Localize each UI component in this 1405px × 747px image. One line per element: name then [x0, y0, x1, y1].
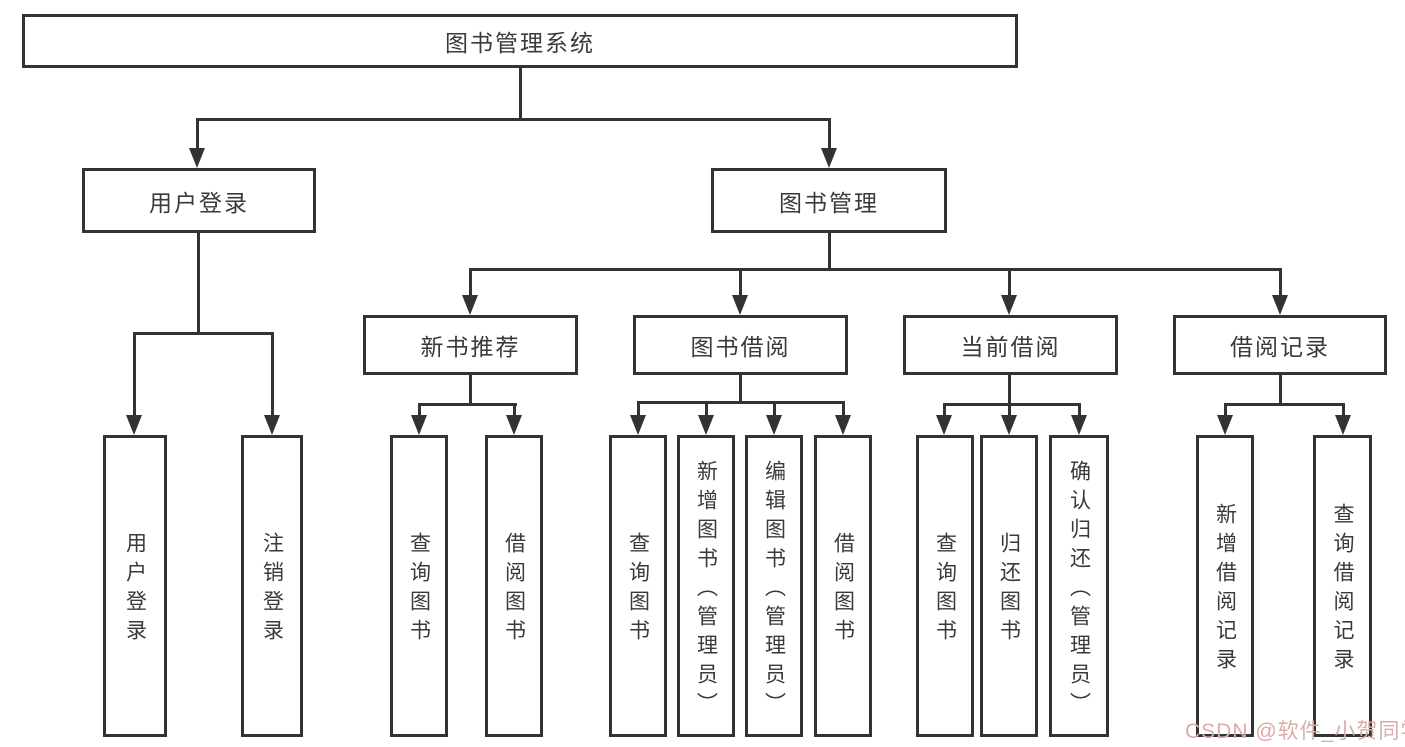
connector-book-mgmt-stem [828, 233, 831, 270]
connector-stem [133, 332, 136, 416]
connector-level3-split [469, 268, 1282, 271]
arrow-down-icon [264, 415, 280, 435]
node-borrow-books-recommend: 借阅图书 [485, 435, 543, 737]
node-label: 归还图书 [997, 532, 1021, 648]
connector-stem [828, 118, 831, 150]
arrow-down-icon [1071, 415, 1087, 435]
connector-stem [943, 403, 946, 416]
connector-split [418, 403, 517, 406]
arrow-down-icon [1217, 415, 1233, 435]
node-label: 新增图书（管理员） [694, 459, 718, 721]
node-query-borrow-record: 查询借阅记录 [1313, 435, 1372, 737]
arrow-down-icon [1272, 295, 1288, 315]
connector-stem [1008, 268, 1011, 297]
node-query-books-recommend: 查询图书 [390, 435, 448, 737]
node-book-borrowing: 图书借阅 [633, 315, 848, 375]
csdn-watermark: CSDN @软件_小贺同学 [1185, 720, 1405, 743]
connector-stem [271, 332, 274, 416]
arrow-down-icon [766, 415, 782, 435]
node-label: 查询借阅记录 [1331, 503, 1354, 677]
connector-root-stem [519, 66, 522, 120]
node-label: 用户登录 [123, 532, 147, 648]
connector-stem [1279, 375, 1282, 405]
arrow-down-icon [411, 415, 427, 435]
connector-stem [196, 118, 199, 150]
node-borrow-records: 借阅记录 [1173, 315, 1387, 375]
node-user-login: 用户登录 [82, 168, 316, 233]
node-logout: 注销登录 [241, 435, 303, 737]
node-label: 借阅记录 [1230, 334, 1330, 360]
node-label: 当前借阅 [960, 334, 1061, 360]
connector-stem [513, 403, 516, 416]
connector-stem [1279, 268, 1282, 297]
connector-stem [739, 375, 742, 403]
arrow-down-icon [732, 295, 748, 315]
arrow-down-icon [189, 148, 205, 168]
arrow-down-icon [126, 415, 142, 435]
node-library-management-system: 图书管理系统 [22, 14, 1018, 68]
node-add-borrow-record: 新增借阅记录 [1196, 435, 1254, 737]
arrow-down-icon [835, 415, 851, 435]
connector-stem [705, 401, 708, 416]
node-label: 借阅图书 [502, 532, 526, 648]
node-label: 查询图书 [626, 532, 650, 648]
connector-stem [1078, 403, 1081, 416]
connector-stem [418, 403, 421, 416]
node-query-books-borrow: 查询图书 [609, 435, 667, 737]
connector-stem [469, 268, 472, 297]
connector-split [637, 401, 845, 404]
node-borrow-book: 借阅图书 [814, 435, 872, 737]
arrow-down-icon [630, 415, 646, 435]
connector-stem [773, 401, 776, 416]
node-label: 注销登录 [260, 532, 284, 648]
connector-stem [1008, 375, 1011, 403]
connector-stem [739, 268, 742, 297]
arrow-down-icon [936, 415, 952, 435]
arrow-down-icon [1335, 415, 1351, 435]
connector-split [1224, 403, 1344, 406]
connector-stem [1342, 403, 1345, 416]
node-query-books-current: 查询图书 [916, 435, 974, 737]
node-label: 查询图书 [933, 532, 957, 648]
node-edit-book-admin: 编辑图书（管理员） [745, 435, 803, 737]
node-label: 借阅图书 [831, 532, 855, 648]
node-new-book-recommend: 新书推荐 [363, 315, 578, 375]
connector-stem [1224, 403, 1227, 416]
node-label: 确认归还（管理员） [1067, 459, 1091, 721]
connector-level1-split [196, 118, 831, 121]
node-label: 新增借阅记录 [1213, 503, 1237, 677]
node-label: 图书管理 [779, 189, 879, 216]
connector-user-login-stem [197, 233, 200, 334]
node-add-book-admin: 新增图书（管理员） [677, 435, 735, 737]
node-label: 新书推荐 [420, 334, 521, 360]
arrow-down-icon [821, 148, 837, 168]
node-label: 图书管理系统 [445, 30, 595, 56]
node-book-management: 图书管理 [711, 168, 947, 233]
node-current-borrowing: 当前借阅 [903, 315, 1118, 375]
arrow-down-icon [462, 295, 478, 315]
arrow-down-icon [506, 415, 522, 435]
node-confirm-return-admin: 确认归还（管理员） [1049, 435, 1109, 737]
node-return-book: 归还图书 [980, 435, 1038, 737]
connector-stem [469, 375, 472, 405]
connector-user-login-split [133, 332, 274, 335]
node-label: 编辑图书（管理员） [762, 459, 786, 721]
arrow-down-icon [1001, 415, 1017, 435]
arrow-down-icon [698, 415, 714, 435]
connector-stem [1008, 403, 1011, 416]
connector-split [943, 403, 1081, 406]
node-label: 用户登录 [149, 189, 249, 216]
node-user-login-action: 用户登录 [103, 435, 167, 737]
node-label: 查询图书 [407, 532, 431, 648]
arrow-down-icon [1001, 295, 1017, 315]
connector-stem [842, 401, 845, 416]
node-label: 图书借阅 [690, 334, 791, 360]
connector-stem [637, 401, 640, 416]
